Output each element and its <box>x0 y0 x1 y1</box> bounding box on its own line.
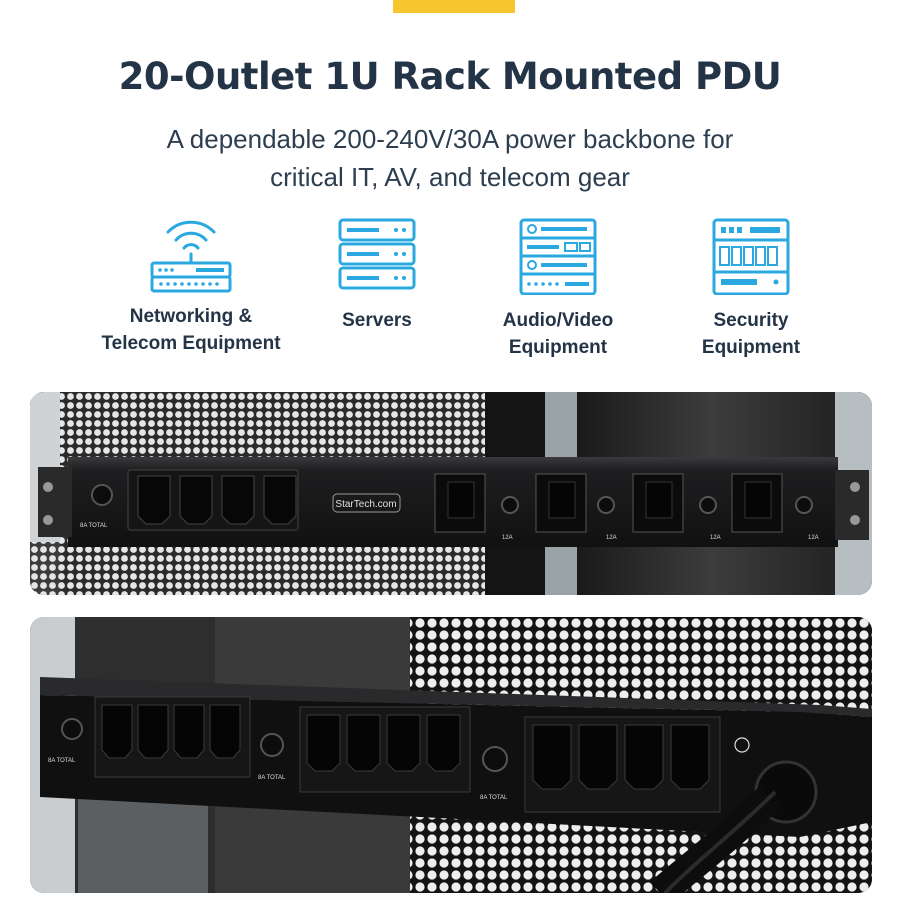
server-icon <box>338 218 416 290</box>
rating-label: 12A <box>808 535 819 541</box>
category-label: Security Equipment <box>701 310 801 358</box>
category-label: Servers <box>342 310 412 331</box>
page-subtitle: A dependable 200-240V/30A power backbone… <box>100 120 800 196</box>
av-rack-icon <box>519 218 597 295</box>
total-label: 8A TOTAL <box>48 758 76 764</box>
category-networking: Networking & Telecom Equipment <box>81 210 301 354</box>
rating-label: 12A <box>502 535 513 541</box>
subtitle-line-2: critical IT, AV, and telecom gear <box>270 162 630 192</box>
category-security: Security Equipment <box>641 210 861 358</box>
page-title: 20-Outlet 1U Rack Mounted PDU <box>118 55 782 98</box>
brand-logo: StarTech.com <box>335 499 396 510</box>
accent-bar <box>393 0 515 13</box>
total-label: 8A TOTAL <box>80 523 108 529</box>
rating-label: 12A <box>606 535 617 541</box>
category-label: Audio/Video Equipment <box>502 310 614 358</box>
subtitle-line-1: A dependable 200-240V/30A power backbone… <box>166 124 734 154</box>
c19-outlet-group: 12A 12A 12A 12A <box>434 473 819 541</box>
category-audio-video: Audio/Video Equipment <box>448 210 668 358</box>
total-label: 8A TOTAL <box>480 795 508 801</box>
pdu-angled-photo: 8A TOTAL 8A TOTAL 8A TOTAL <box>30 617 872 893</box>
rating-label: 12A <box>710 535 721 541</box>
router-icon <box>150 220 232 293</box>
pdu-front-photo: 8A TOTAL StarTech.com 12A 12A 12A <box>30 392 872 595</box>
category-servers: Servers <box>267 210 487 331</box>
security-dvr-icon <box>712 218 790 295</box>
total-label: 8A TOTAL <box>258 775 286 781</box>
category-label: Networking & Telecom Equipment <box>101 306 281 354</box>
